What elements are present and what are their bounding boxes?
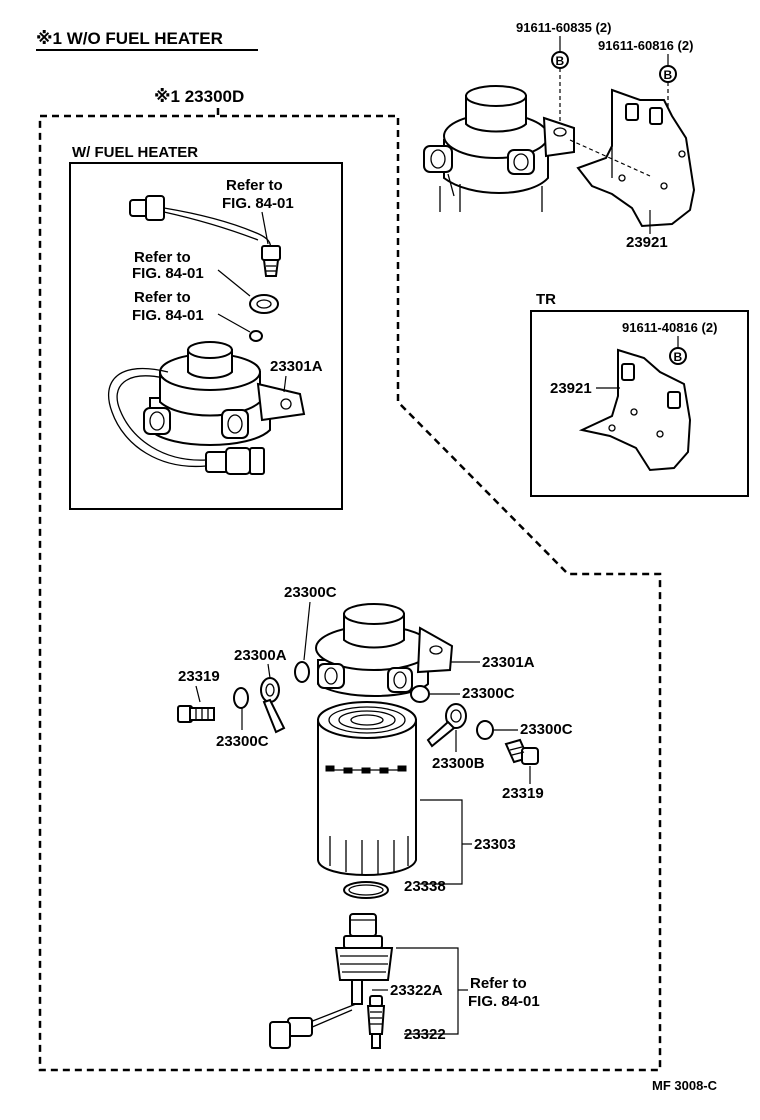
assembly-label: ※1 23300D	[154, 87, 244, 106]
gasket-top	[294, 661, 310, 683]
bolt-left	[177, 705, 215, 723]
tr-bracket-number: 23921	[550, 380, 592, 397]
top-bolt-b-number: 91611-60816 (2)	[598, 38, 693, 53]
top-bracket-number: 23921	[626, 234, 668, 251]
heater-wire-connector	[129, 195, 272, 253]
heater-housing-leader	[283, 375, 287, 393]
sensor-wire	[269, 1003, 357, 1049]
sensor-plug	[334, 913, 394, 1005]
filter-cartridge	[317, 701, 417, 876]
union-right-number: 23300B	[432, 755, 485, 772]
heater-refer-3-leader	[217, 313, 251, 333]
tr-mark-b-letter: B	[674, 350, 683, 364]
bolt-left-number: 23319	[178, 668, 220, 685]
bracket-mount-dash	[569, 139, 651, 177]
sensor-bracket-leader	[396, 947, 459, 1035]
top-mark-b-a: B	[551, 51, 569, 69]
fuel-heater-title: W/ FUEL HEATER	[72, 144, 198, 161]
gasket-top-leader	[303, 601, 311, 661]
main-filter-housing	[315, 603, 454, 697]
union-right	[426, 703, 467, 748]
heater-small-ring	[249, 330, 263, 342]
bolt-right	[504, 738, 539, 765]
heater-washer	[249, 294, 279, 314]
top-bolt-a-number: 91611-60835 (2)	[516, 20, 611, 35]
heater-sensor	[261, 245, 281, 277]
sensor-refer-line2: FIG. 84-01	[468, 993, 540, 1010]
filter-number: 23303	[474, 836, 516, 853]
gasket-right-inner	[410, 685, 430, 703]
heater-refer-1-leader	[261, 211, 269, 245]
heater-refer-3-line1: Refer to	[134, 289, 191, 306]
gasket-top-number: 23300C	[284, 584, 337, 601]
heater-refer-1-line1: Refer to	[226, 177, 283, 194]
heater-refer-3-line2: FIG. 84-01	[132, 307, 204, 324]
footer-code: MF 3008-C	[652, 1078, 718, 1093]
top-bracket	[576, 88, 696, 228]
fuel-heater-box	[69, 162, 343, 510]
variant-note-label: ※1 W/O FUEL HEATER	[36, 29, 223, 48]
heater-filter-housing	[143, 341, 306, 446]
gasket-left	[233, 687, 249, 709]
union-left-leader	[267, 663, 271, 679]
gasket-right-outer-number: 23300C	[520, 721, 573, 738]
heater-refer-2-line1: Refer to	[134, 249, 191, 266]
gasket-right-inner-number: 23300C	[462, 685, 515, 702]
top-mark-b-b: B	[659, 65, 677, 83]
sensor-element	[366, 995, 386, 1049]
top-mark-b-b-letter: B	[664, 68, 673, 82]
union-left	[260, 677, 286, 734]
union-left-number: 23300A	[234, 647, 287, 664]
sensor-number: 23322	[404, 1026, 446, 1043]
gasket-left-number: 23300C	[216, 733, 269, 750]
housing-number: 23301A	[482, 654, 535, 671]
heater-housing-part-number: 23301A	[270, 358, 323, 375]
tr-bracket	[578, 348, 692, 472]
sensor-refer-line1: Refer to	[470, 975, 527, 992]
heater-refer-2-leader	[217, 269, 251, 297]
top-filter-housing	[423, 85, 575, 212]
heater-harness	[107, 367, 265, 475]
tr-box	[530, 310, 749, 497]
tr-mark-b: B	[669, 347, 687, 365]
tr-bolt-number: 91611-40816 (2)	[622, 320, 717, 335]
gasket-right-outer	[476, 720, 494, 740]
bolt-left-leader	[195, 685, 201, 703]
sensor-plug-number: 23322A	[390, 982, 443, 999]
top-mark-b-a-letter: B	[556, 54, 565, 68]
filter-bracket-leader	[420, 799, 463, 885]
heater-refer-1-line2: FIG. 84-01	[222, 195, 294, 212]
heater-refer-2-line2: FIG. 84-01	[132, 265, 204, 282]
tr-title: TR	[536, 291, 556, 308]
assembly-dashed-outline	[38, 108, 662, 1072]
bolt-right-number: 23319	[502, 785, 544, 802]
o-ring-number: 23338	[404, 878, 446, 895]
